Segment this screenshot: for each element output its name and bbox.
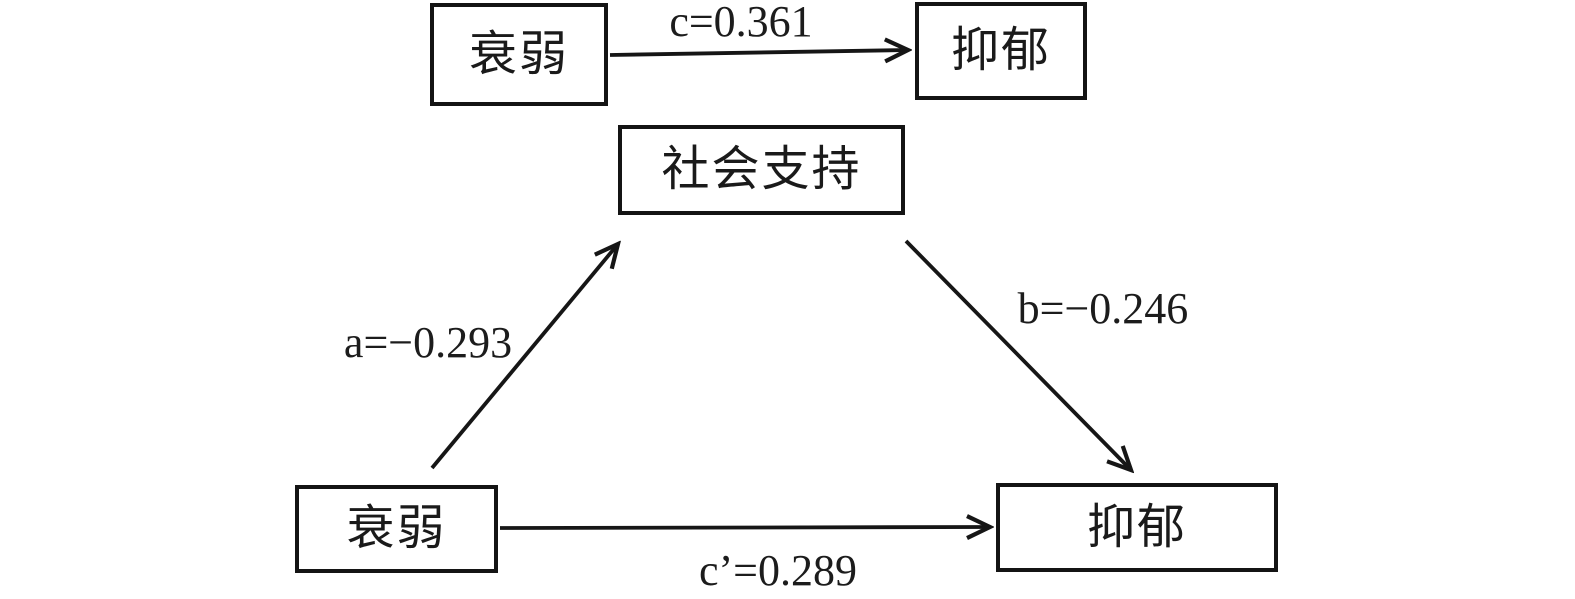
path-a-coefficient-label: a=−0.293 <box>343 318 513 367</box>
node-label: 抑郁 <box>1086 500 1187 554</box>
node-social-support-mediator: 社会支持 <box>618 125 905 215</box>
node-label: 抑郁 <box>950 24 1051 77</box>
node-label: 衰弱 <box>346 502 447 555</box>
path-c-prime-coefficient-label: c’=0.289 <box>699 546 857 595</box>
path-b-arrow <box>904 239 1131 470</box>
path-c-prime-arrow <box>499 527 990 528</box>
node-label: 社会支持 <box>661 143 862 196</box>
path-c-arrow <box>609 50 908 55</box>
path-a-arrow <box>430 244 618 470</box>
node-label: 衰弱 <box>468 27 569 81</box>
node-depression-total-model: 抑郁 <box>915 2 1087 100</box>
path-c-coefficient-label: c=0.361 <box>669 0 813 46</box>
node-frailty-direct-model: 衰弱 <box>295 485 498 573</box>
path-b-coefficient-label: b=−0.246 <box>1017 284 1189 333</box>
node-depression-direct-model: 抑郁 <box>996 483 1278 572</box>
node-frailty-total-model: 衰弱 <box>430 3 608 106</box>
